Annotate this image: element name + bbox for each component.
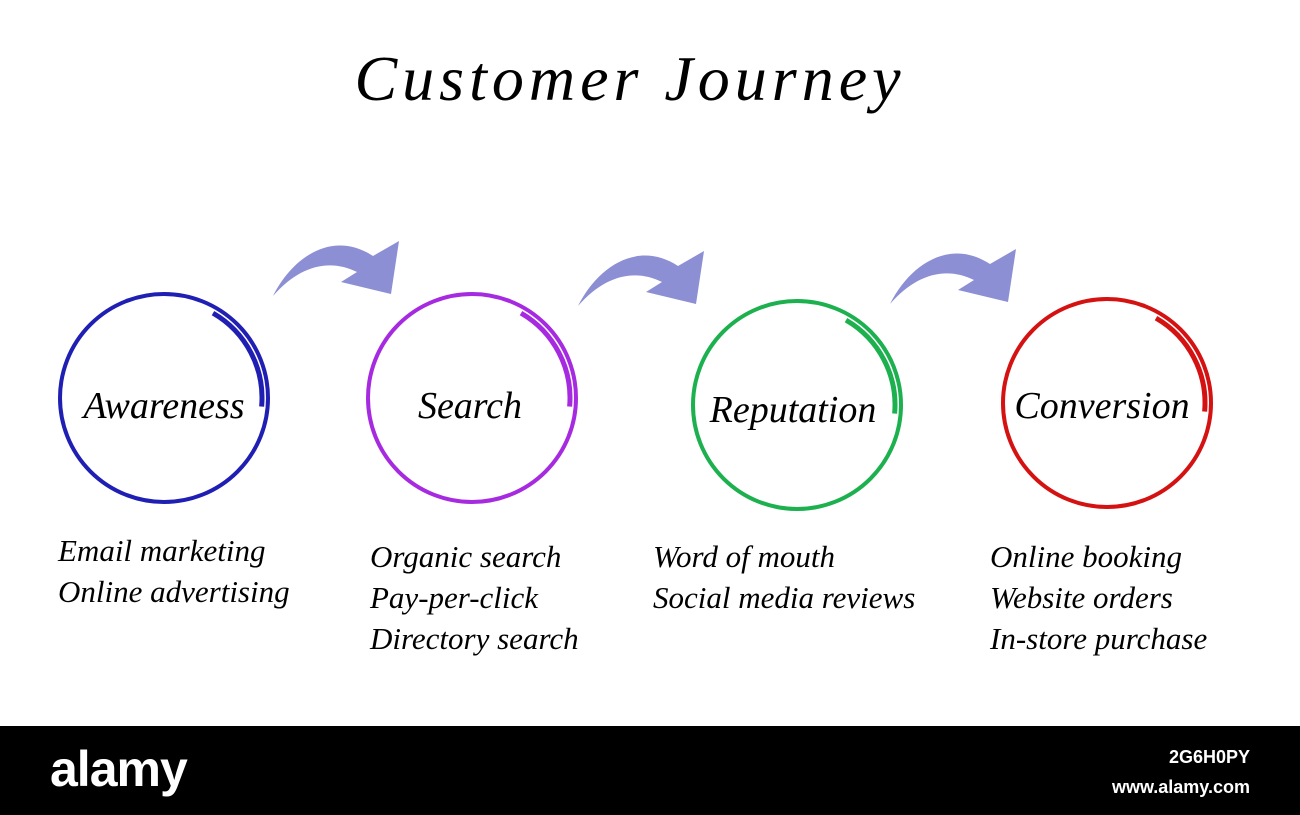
image-reference: 2G6H0PY www.alamy.com	[1112, 742, 1250, 802]
awareness-items: Email marketing Online advertising	[58, 530, 290, 612]
stage-circle-tail	[1154, 315, 1208, 412]
curved-arrow-icon	[578, 251, 704, 306]
stage-label: Awareness	[80, 385, 244, 427]
stage-label: Reputation	[709, 389, 877, 431]
list-item: Organic search	[370, 539, 562, 574]
stage-circle-tail	[519, 310, 573, 407]
list-item: Website orders	[990, 580, 1173, 615]
curved-arrow-icon	[890, 249, 1016, 304]
site-url: www.alamy.com	[1111, 777, 1250, 797]
stage-circle-tail	[211, 310, 265, 407]
stage-search: Search	[366, 292, 578, 504]
diagram-title: Customer Journey	[354, 43, 906, 114]
curved-arrow-icon	[273, 241, 399, 296]
flow-arrow-1	[273, 241, 399, 296]
list-item: Directory search	[370, 621, 579, 656]
list-item: Online advertising	[58, 574, 290, 609]
image-id: 2G6H0PY	[1168, 747, 1250, 767]
list-item: Social media reviews	[653, 580, 916, 615]
stage-circle	[1001, 297, 1213, 509]
list-item: In-store purchase	[990, 621, 1208, 656]
list-item: Online booking	[990, 539, 1182, 574]
brand-logo: alamy	[50, 741, 188, 797]
stage-label: Search	[418, 385, 522, 427]
list-item: Email marketing	[58, 533, 266, 568]
list-item: Pay-per-click	[370, 580, 539, 615]
stage-circle-tail	[844, 317, 898, 414]
stage-label: Conversion	[1014, 385, 1189, 427]
search-items: Organic search Pay-per-click Directory s…	[370, 536, 579, 659]
stage-circle	[691, 299, 903, 511]
stage-circle	[58, 292, 270, 504]
flow-arrow-2	[578, 251, 704, 306]
reputation-items: Word of mouth Social media reviews	[653, 536, 915, 618]
stage-conversion: Conversion	[1001, 297, 1213, 509]
stage-circles: Awareness Search Reputation Conversion	[58, 292, 1213, 511]
stage-awareness: Awareness	[58, 292, 270, 504]
list-item: Word of mouth	[653, 539, 836, 574]
stage-reputation: Reputation	[691, 299, 903, 511]
watermark-footer: alamy 2G6H0PY www.alamy.com	[0, 726, 1300, 815]
journey-diagram: Awareness Search Reputation Conversion	[58, 241, 1213, 511]
conversion-items: Online booking Website orders In-store p…	[990, 536, 1207, 659]
flow-arrows	[273, 241, 1016, 306]
flow-arrow-3	[890, 249, 1016, 304]
stage-circle	[366, 292, 578, 504]
